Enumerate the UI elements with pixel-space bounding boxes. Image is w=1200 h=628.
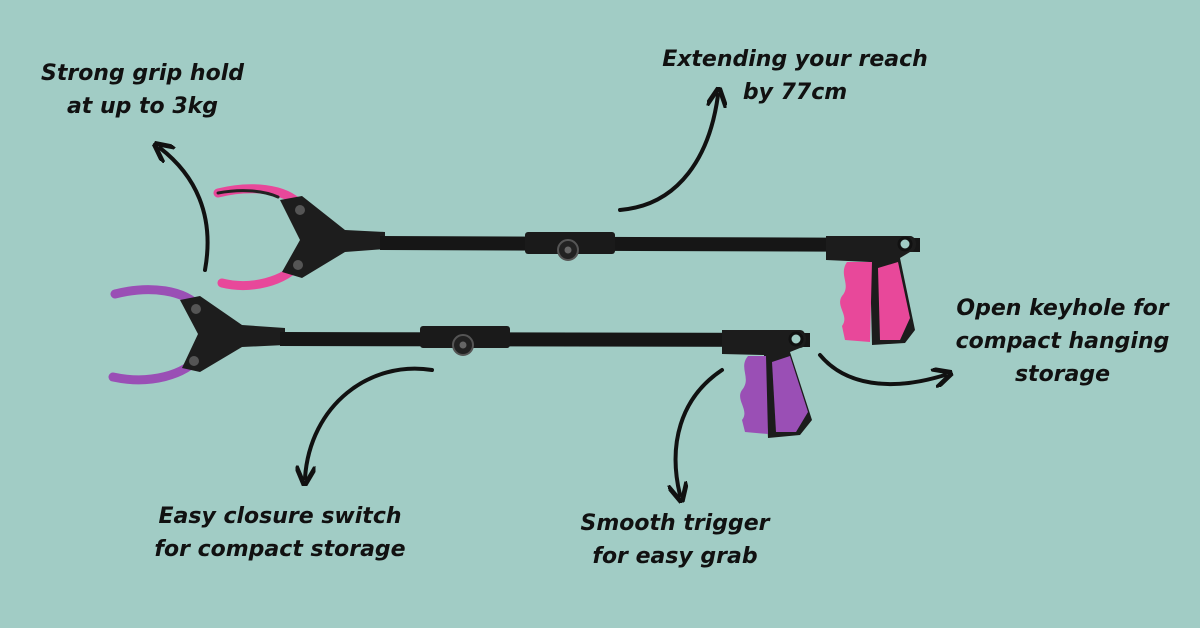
callout-reach-line-1: Extending your reach <box>662 47 928 72</box>
callout-reach: Extending your reach by 77cm <box>660 43 930 109</box>
callout-grip-line-2: at up to 3kg <box>66 94 219 119</box>
callout-grip-line-1: Strong grip hold <box>40 61 244 86</box>
callout-grip: Strong grip hold at up to 3kg <box>30 57 255 123</box>
curved-arrow-icon <box>676 368 724 495</box>
curved-arrow-icon <box>305 366 434 478</box>
callout-keyhole-line-3: storage <box>1014 362 1111 387</box>
callout-reach-line-2: by 77cm <box>742 80 848 105</box>
callout-keyhole-line-2: compact hanging <box>955 329 1170 354</box>
callout-trigger-line-2: for easy grab <box>592 544 758 569</box>
curved-arrow-icon <box>618 95 718 212</box>
callout-closure-line-1: Easy closure switch <box>158 504 402 529</box>
callout-trigger: Smooth trigger for easy grab <box>570 507 780 573</box>
callout-closure: Easy closure switch for compact storage <box>150 500 410 566</box>
callout-closure-line-2: for compact storage <box>154 537 406 562</box>
purple-reacher <box>108 285 812 438</box>
callout-keyhole-line-1: Open keyhole for <box>956 296 1169 321</box>
callout-trigger-line-1: Smooth trigger <box>580 511 770 536</box>
curved-arrow-icon <box>160 148 210 272</box>
callout-keyhole: Open keyhole for compact hanging storage <box>945 292 1180 391</box>
curved-arrow-icon <box>818 353 945 384</box>
pink-reacher <box>213 184 920 345</box>
